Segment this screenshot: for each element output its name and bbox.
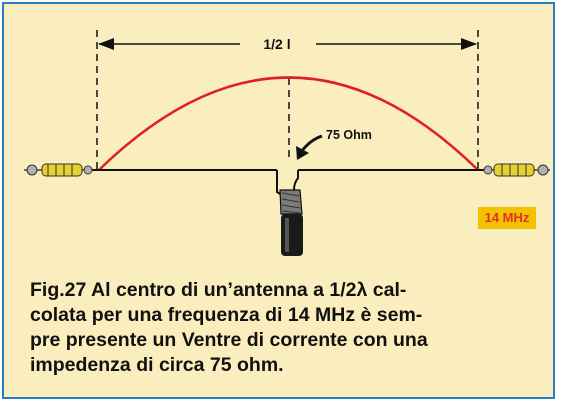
frequency-badge: 14 MHz xyxy=(478,207,536,229)
figure-panel xyxy=(2,2,555,399)
impedance-label: 75 Ohm xyxy=(326,128,372,142)
dimension-label: 1/2 l xyxy=(263,36,290,52)
left-insulator-icon xyxy=(24,163,93,177)
caption-line: colata per una frequenza di 14 MHz è sem… xyxy=(30,304,423,326)
right-insulator-icon xyxy=(483,163,550,177)
caption-line: Fig.27 Al centro di un’antenna a 1/2λ ca… xyxy=(30,279,407,301)
feed-arrow-icon xyxy=(296,134,323,160)
right-arrowhead-icon xyxy=(461,38,477,50)
antenna-dipole xyxy=(92,169,484,197)
caption-line: impedenza di circa 75 ohm. xyxy=(30,354,284,376)
current-distribution-curve xyxy=(98,76,479,171)
feed-right-drop xyxy=(293,170,299,191)
left-arrowhead-icon xyxy=(98,38,114,50)
caption-line: pre presente un Ventre di corrente con u… xyxy=(30,329,428,351)
coax-cable-icon xyxy=(279,189,303,256)
figure-caption: Fig.27 Al centro di un’antenna a 1/2λ ca… xyxy=(30,278,532,378)
dimension-indicator: 1/2 l xyxy=(96,30,479,170)
